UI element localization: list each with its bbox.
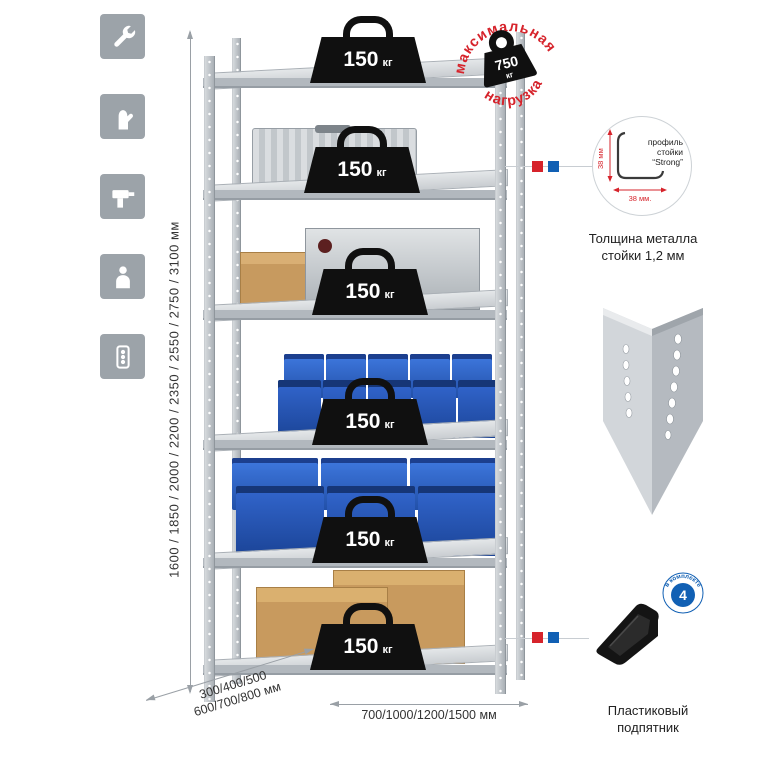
rack-post-detail-image: [600, 303, 705, 518]
weight-value: 150: [345, 528, 381, 551]
weight-value: 150: [345, 280, 381, 303]
profile-caption: Толщина металла стойки 1,2 мм: [570, 230, 716, 264]
stamp-weight-value: 750: [493, 52, 520, 73]
level-glyph: [115, 344, 130, 369]
profile-dim-vertical: 38 мм: [596, 148, 605, 169]
profile-label-2: стойки: [657, 147, 683, 157]
foot-drawing: [596, 603, 659, 665]
foot-caption: Пластиковый подпятник: [578, 702, 718, 736]
weight-value: 150: [343, 48, 379, 71]
red-marker-square: [532, 161, 543, 172]
gloves-glyph: [118, 109, 133, 129]
drill-glyph: [111, 189, 134, 208]
stamp-graphic: максимальная нагрузка 750 кг: [442, 7, 560, 116]
weight-unit: кг: [384, 289, 395, 301]
rack-post-back-right: [516, 32, 525, 680]
rack-post-back-left: [232, 38, 241, 684]
red-marker-square: [532, 632, 543, 643]
profile-dim-horizontal: 38 мм.: [629, 194, 652, 203]
badge-graphic: 4 в комплекте: [662, 572, 704, 614]
wrench-icon: [100, 14, 145, 59]
badge-value: 4: [679, 587, 687, 603]
weight-value: 150: [337, 158, 373, 181]
shelf-edge: [203, 190, 507, 200]
profile-shape: [616, 131, 665, 180]
weight-unit: кг: [384, 537, 395, 549]
person-glyph: [115, 265, 130, 288]
rack-post-front-left: [204, 56, 215, 702]
weight-icon: [343, 603, 393, 626]
rack-post-front-right: [495, 48, 506, 694]
level-icon: [100, 334, 145, 379]
weight-unit: кг: [382, 57, 393, 69]
stamp-weight-unit: кг: [505, 70, 515, 81]
post-drawing: [603, 308, 703, 515]
plastic-bin: [236, 486, 324, 556]
person-icon: [100, 254, 145, 299]
connector-line-bottom: [505, 638, 589, 639]
wrench-glyph: [113, 25, 135, 47]
weight-icon: [345, 378, 395, 401]
width-dimension-label: 700/1000/1200/1500 мм: [361, 708, 497, 722]
foot-caption-line1: Пластиковый: [607, 703, 689, 718]
stamp-weight-body: [483, 43, 537, 88]
profile-drawing: 38 мм 38 мм. профиль стойки “Strong”: [596, 129, 684, 203]
profile-label-3: “Strong”: [652, 157, 683, 167]
blue-marker-square: [548, 632, 559, 643]
gloves-icon: [100, 94, 145, 139]
weight-icon: [345, 496, 395, 519]
weight-icon: [343, 16, 393, 39]
shelf-edge: [203, 310, 507, 320]
weight-unit: кг: [382, 644, 393, 656]
quantity-badge: 4 в комплекте: [658, 568, 708, 618]
profile-caption-line2: стойки 1,2 мм: [601, 248, 685, 263]
width-dimension-line: [330, 700, 528, 707]
shelf-edge: [203, 665, 507, 675]
width-dimension: 700/1000/1200/1500 мм: [330, 700, 528, 722]
height-dimension-line: [186, 30, 193, 694]
shelf-edge: [203, 558, 507, 568]
profile-label-1: профиль: [648, 137, 684, 147]
max-load-stamp: максимальная нагрузка 750 кг: [433, 0, 581, 139]
blue-marker-square: [548, 161, 559, 172]
foot-caption-line2: подпятник: [617, 720, 679, 735]
weight-icon: [337, 126, 387, 149]
profile-detail-circle: 38 мм 38 мм. профиль стойки “Strong”: [592, 116, 692, 216]
shelf-edge: [203, 440, 507, 450]
weight-unit: кг: [376, 167, 387, 179]
profile-caption-line1: Толщина металла: [588, 231, 698, 246]
shelf-edge: [203, 78, 507, 88]
drill-icon: [100, 174, 145, 219]
weight-value: 150: [343, 635, 379, 658]
height-dimension-label: 1600 / 1850 / 2000 / 2200 / 2350 / 2550 …: [166, 221, 182, 578]
plastic-foot-image: [588, 592, 688, 674]
weight-value: 150: [345, 410, 381, 433]
weight-unit: кг: [384, 419, 395, 431]
weight-icon: [345, 248, 395, 271]
